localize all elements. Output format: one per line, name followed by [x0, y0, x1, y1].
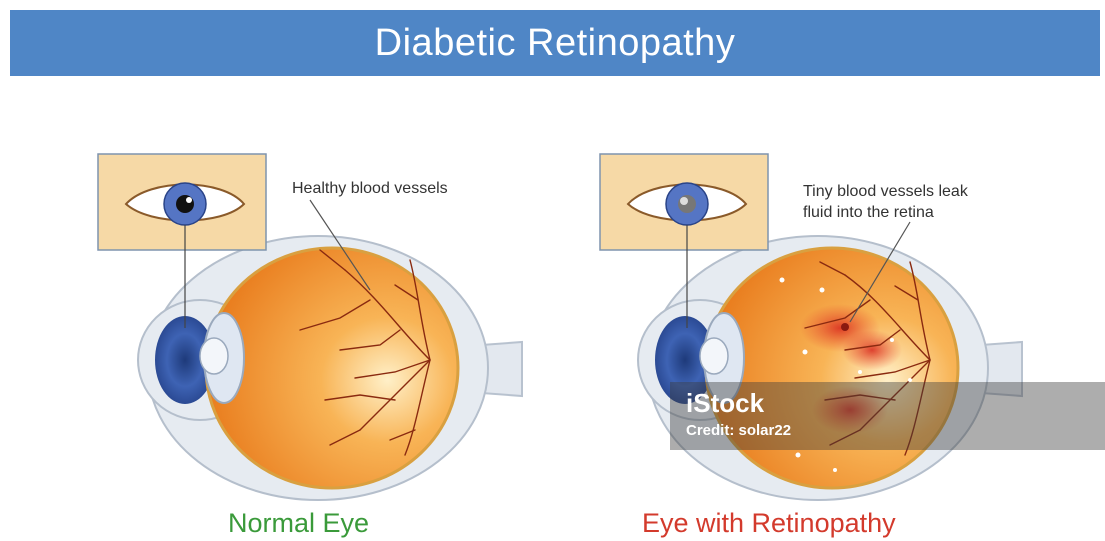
normal-eye-icon [98, 154, 522, 500]
callout-normal: Healthy blood vessels [292, 178, 448, 199]
caption-retinopathy-eye: Eye with Retinopathy [642, 508, 896, 539]
watermark-credit: Credit: solar22 [686, 422, 791, 439]
watermark: iStock Credit: solar22 [670, 382, 1105, 450]
callout-retinopathy-line-2: fluid into the retina [803, 202, 1043, 223]
callout-retinopathy-line-1: Tiny blood vessels leak [803, 181, 1043, 202]
watermark-logo: iStock [686, 388, 764, 419]
callout-retinopathy: Tiny blood vessels leak fluid into the r… [803, 181, 1043, 223]
caption-normal-eye: Normal Eye [228, 508, 369, 539]
callout-normal-line: Healthy blood vessels [292, 178, 448, 199]
